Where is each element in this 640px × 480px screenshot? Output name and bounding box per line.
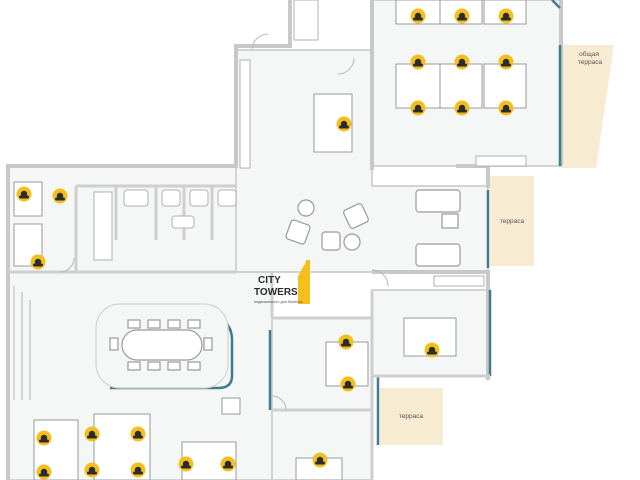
terrace-right — [490, 176, 534, 266]
person-icon — [134, 430, 142, 438]
person-icon — [182, 460, 190, 468]
person-icon — [342, 338, 350, 346]
logo-mark-accent — [298, 262, 306, 304]
doors — [59, 33, 389, 411]
workstation-chair — [36, 464, 52, 480]
person-icon — [316, 456, 324, 464]
workstation-chair — [340, 376, 356, 392]
workstation-chair — [498, 8, 514, 24]
person-icon — [88, 430, 96, 438]
accent-walls — [110, 0, 562, 445]
workstation-chair — [84, 462, 100, 478]
workstation-chair — [16, 186, 32, 202]
terrace-bottom — [380, 388, 443, 445]
person-icon — [344, 380, 352, 388]
workstation-chair — [130, 462, 146, 478]
person-icon — [458, 104, 466, 112]
workstation-chair — [84, 426, 100, 442]
person-icon — [502, 12, 510, 20]
workstation-chair — [338, 334, 354, 350]
person-icon — [428, 346, 436, 354]
workstation-chair — [336, 116, 352, 132]
logo-line2: TOWERS — [254, 287, 298, 298]
kitchen-units — [93, 0, 527, 287]
person-icon — [56, 192, 64, 200]
workstation-chair — [498, 100, 514, 116]
parking-lines — [13, 286, 31, 400]
workstation-chair — [424, 342, 440, 358]
person-icon — [40, 434, 48, 442]
meeting-table — [95, 303, 229, 389]
terrace-shared-line1: общая — [579, 50, 599, 58]
workstation-chair — [410, 54, 426, 70]
person-icon — [414, 104, 422, 112]
person-icon — [88, 466, 96, 474]
person-icon — [340, 120, 348, 128]
person-icon — [502, 104, 510, 112]
terrace-shared — [562, 45, 614, 168]
workstations — [16, 8, 514, 480]
desks — [13, 0, 527, 480]
person-icon — [40, 468, 48, 476]
workstation-chair — [454, 100, 470, 116]
workstation-chair — [130, 426, 146, 442]
workstation-chair — [410, 8, 426, 24]
interior-walls — [8, 184, 490, 480]
person-icon — [414, 58, 422, 66]
workstation-chair — [36, 430, 52, 446]
terrace-shared-line2: терраса — [578, 59, 603, 66]
workstation-chair — [410, 100, 426, 116]
workstation-chair — [498, 54, 514, 70]
workstation-chair — [178, 456, 194, 472]
logo-mark — [306, 260, 310, 304]
terrace-bottom-label: терраса — [399, 413, 424, 420]
person-icon — [34, 258, 42, 266]
workstation-chair — [454, 8, 470, 24]
logo: CITY TOWERS недвижимость для бизнеса — [254, 260, 310, 304]
person-icon — [134, 466, 142, 474]
person-icon — [20, 190, 28, 198]
person-icon — [458, 58, 466, 66]
person-icon — [414, 12, 422, 20]
person-icon — [224, 460, 232, 468]
workstation-chair — [312, 452, 328, 468]
logo-line1: CITY — [258, 275, 281, 286]
workstation-chair — [454, 54, 470, 70]
workstation-chair — [52, 188, 68, 204]
workstation-chair — [30, 254, 46, 270]
terrace-right-label: терраса — [500, 218, 525, 225]
lounge-furniture — [285, 189, 461, 267]
terrace-shared-label: общая терраса — [578, 50, 603, 66]
person-icon — [502, 58, 510, 66]
workstation-chair — [220, 456, 236, 472]
logo-tagline: недвижимость для бизнеса — [254, 300, 303, 304]
floor-areas — [7, 0, 562, 480]
person-icon — [458, 12, 466, 20]
